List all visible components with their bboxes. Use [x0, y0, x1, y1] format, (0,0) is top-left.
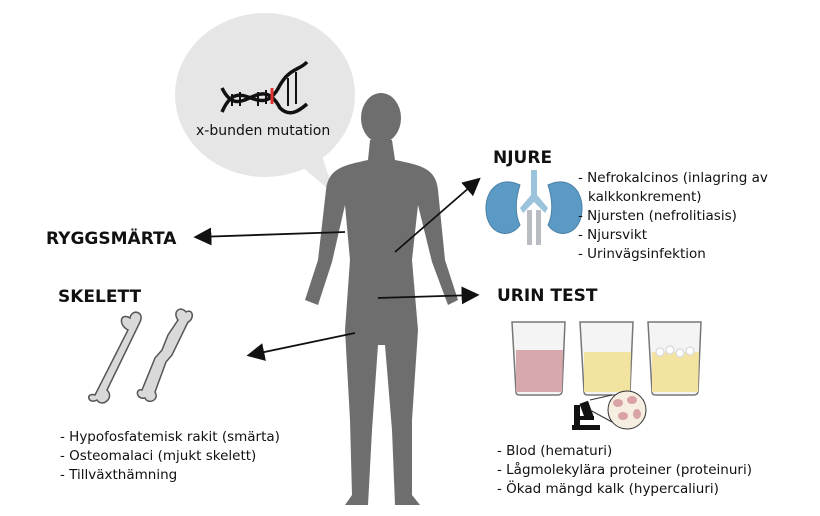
list-item: - Hypofosfatemisk rakit (smärta): [60, 429, 280, 445]
list-item: - Njursvikt: [578, 227, 648, 243]
microscope-icon: [572, 400, 600, 430]
label-back-pain: RYGGSMÄRTA: [46, 229, 177, 249]
list-item: - Njursten (nefrolitiasis): [578, 208, 737, 224]
bone-icon: [88, 308, 193, 404]
label-urine-test: URIN TEST: [497, 286, 598, 306]
human-silhouette: [305, 93, 458, 505]
list-item: kalkkonkrement): [588, 189, 702, 205]
list-item: - Urinvägsinfektion: [578, 246, 706, 262]
arrow-skeleton: [246, 332, 356, 361]
list-item: - Tillväxthämning: [60, 467, 178, 483]
dna-icon: [220, 60, 309, 115]
arrow-urine: [377, 286, 480, 305]
label-kidney: NJURE: [493, 148, 553, 168]
arrow-back-pain: [193, 227, 346, 246]
list-item: - Osteomalaci (mjukt skelett): [60, 448, 257, 464]
beakers-icon: [511, 321, 702, 396]
kidneys-icon: [485, 170, 583, 245]
skeleton-list: - Hypofosfatemisk rakit (smärta) - Osteo…: [60, 428, 280, 485]
label-skeleton: SKELETT: [58, 287, 142, 307]
kidney-list: - Nefrokalcinos (inlagring av kalkkonkre…: [578, 169, 768, 264]
list-item: - Nefrokalcinos (inlagring av: [578, 170, 768, 186]
arrow-kidney: [394, 177, 481, 253]
list-item: - Lågmolekylära proteiner (proteinuri): [497, 462, 752, 478]
urine-list: - Blod (hematuri) - Lågmolekylära protei…: [497, 442, 752, 499]
list-item: - Ökad mängd kalk (hypercaliuri): [497, 481, 719, 497]
bubble-caption: x-bunden mutation: [196, 123, 331, 139]
blood-cells-magnifier: [589, 390, 647, 430]
list-item: - Blod (hematuri): [497, 443, 613, 459]
